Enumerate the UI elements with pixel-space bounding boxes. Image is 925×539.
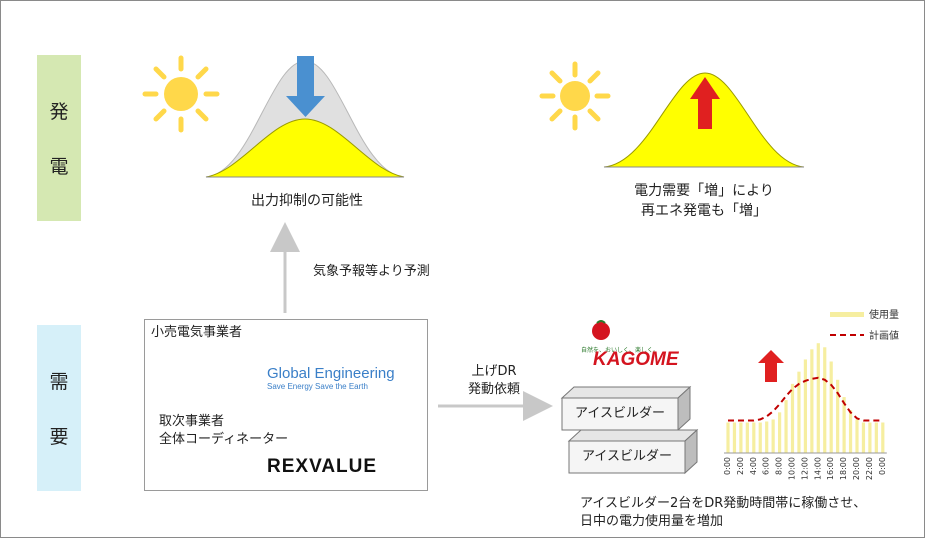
chart-bar xyxy=(739,422,743,453)
forecast-label: 気象予報等より予測 xyxy=(313,264,430,279)
chart-bar xyxy=(745,422,749,453)
chart-bar xyxy=(855,419,859,453)
chart-bar xyxy=(829,361,833,453)
curtailment-caption: 出力抑制の可能性 xyxy=(251,193,363,209)
bottom-note-line-2: 日中の電力使用量を増加 xyxy=(580,514,724,529)
agency-label-line-2: 全体コーディネーター xyxy=(159,432,289,447)
chart-bar xyxy=(758,422,762,453)
chart-x-tick-label: 22:00 xyxy=(865,457,874,480)
agency-label: 取次事業者 全体コーディネーター xyxy=(159,413,288,449)
chart-bar xyxy=(848,410,853,453)
ice-builder-label-2: アイスビルダー xyxy=(582,449,672,464)
chart-bar xyxy=(784,400,788,453)
increase-caption-line-2: 再エネ発電も「増」 xyxy=(641,203,767,219)
chart-x-tick-label: 0:00 xyxy=(878,457,887,475)
dr-label-line-1: 上げDR xyxy=(471,364,517,379)
up-arrow-icon xyxy=(690,77,720,129)
kagome-logo-icon xyxy=(592,320,610,340)
legend-plan-label: 計画値 xyxy=(869,329,899,342)
increase-caption: 電力需要「増」により 再エネ発電も「増」 xyxy=(603,181,805,221)
generation-char-1: 発 xyxy=(49,101,69,123)
chart-plan-line xyxy=(728,376,883,422)
chart-bar xyxy=(823,347,827,453)
dr-label-line-2: 発動依頼 xyxy=(467,382,520,397)
chart-bar xyxy=(842,397,846,453)
chart-bar xyxy=(836,379,840,453)
chart-x-tick-label: 18:00 xyxy=(839,457,848,480)
generation-label: 発 電 xyxy=(37,55,81,221)
chart-bar xyxy=(752,422,756,453)
ice-builder-label-1: アイスビルダー xyxy=(575,406,665,421)
chart-bar xyxy=(732,422,737,453)
down-arrow-icon xyxy=(286,56,325,117)
chart-bar xyxy=(861,422,866,453)
legend-usage-swatch xyxy=(830,312,864,317)
rexvalue-logo-text: REXVALUE xyxy=(267,456,378,477)
demand-char-2: 要 xyxy=(49,426,69,448)
chart-x-tick-label: 12:00 xyxy=(800,457,809,480)
generation-char-2: 電 xyxy=(49,156,69,178)
chart-bar xyxy=(881,422,885,453)
chart-up-arrow-icon xyxy=(758,350,784,382)
chart-bar xyxy=(778,412,782,453)
chart-bar xyxy=(816,343,820,453)
chart-x-tick-label: 2:00 xyxy=(736,457,745,475)
ice-builder-box-2 xyxy=(567,428,699,475)
global-engineering-logo-text: Global Engineering xyxy=(267,365,395,382)
demand-char-1: 需 xyxy=(49,371,69,393)
chart-x-tick-label: 4:00 xyxy=(749,457,758,475)
chart-bar xyxy=(803,359,807,453)
demand-label: 需 要 xyxy=(37,325,81,491)
dr-request-label: 上げDR 発動依頼 xyxy=(464,363,524,399)
chart-x-tick-label: 14:00 xyxy=(813,457,822,480)
chart-x-tick-label: 20:00 xyxy=(852,457,861,480)
bottom-note: アイスビルダー2台をDR発動時間帯に稼働させ、 日中の電力使用量を増加 xyxy=(580,495,866,531)
sun-icon-right xyxy=(539,61,611,131)
chart-bar xyxy=(765,421,769,453)
chart-bar xyxy=(726,422,730,453)
chart-x-tick-label: 6:00 xyxy=(762,457,771,475)
global-engineering-tagline: Save Energy Save the Earth xyxy=(267,382,368,391)
chart-bar xyxy=(771,419,775,453)
chart-x-tick-label: 0:00 xyxy=(723,457,732,475)
bottom-note-line-1: アイスビルダー2台をDR発動時間帯に稼働させ、 xyxy=(580,496,867,511)
supplier-box: 小売電気事業者 Global Engineering Save Energy S… xyxy=(144,319,428,491)
retailer-label: 小売電気事業者 xyxy=(151,325,243,340)
chart-bar xyxy=(874,422,878,453)
chart-x-tick-label: 8:00 xyxy=(775,457,784,475)
agency-label-line-1: 取次事業者 xyxy=(159,414,225,429)
chart-bar xyxy=(810,349,814,453)
chart-x-tick-label: 10:00 xyxy=(788,457,797,480)
kagome-logo-text: KAGOME xyxy=(593,349,679,370)
chart-x-tick-label: 16:00 xyxy=(826,457,835,480)
legend-usage-label: 使用量 xyxy=(869,308,899,321)
chart-bar xyxy=(868,422,872,453)
sun-icon-left xyxy=(142,55,220,133)
chart-bar xyxy=(797,371,801,453)
increase-caption-line-1: 電力需要「増」により xyxy=(634,183,774,199)
chart-bar xyxy=(790,383,795,453)
ice-builder-box-1 xyxy=(560,385,692,432)
kagome-tagline: 自然を、おいしく、楽しく。 xyxy=(581,347,660,354)
